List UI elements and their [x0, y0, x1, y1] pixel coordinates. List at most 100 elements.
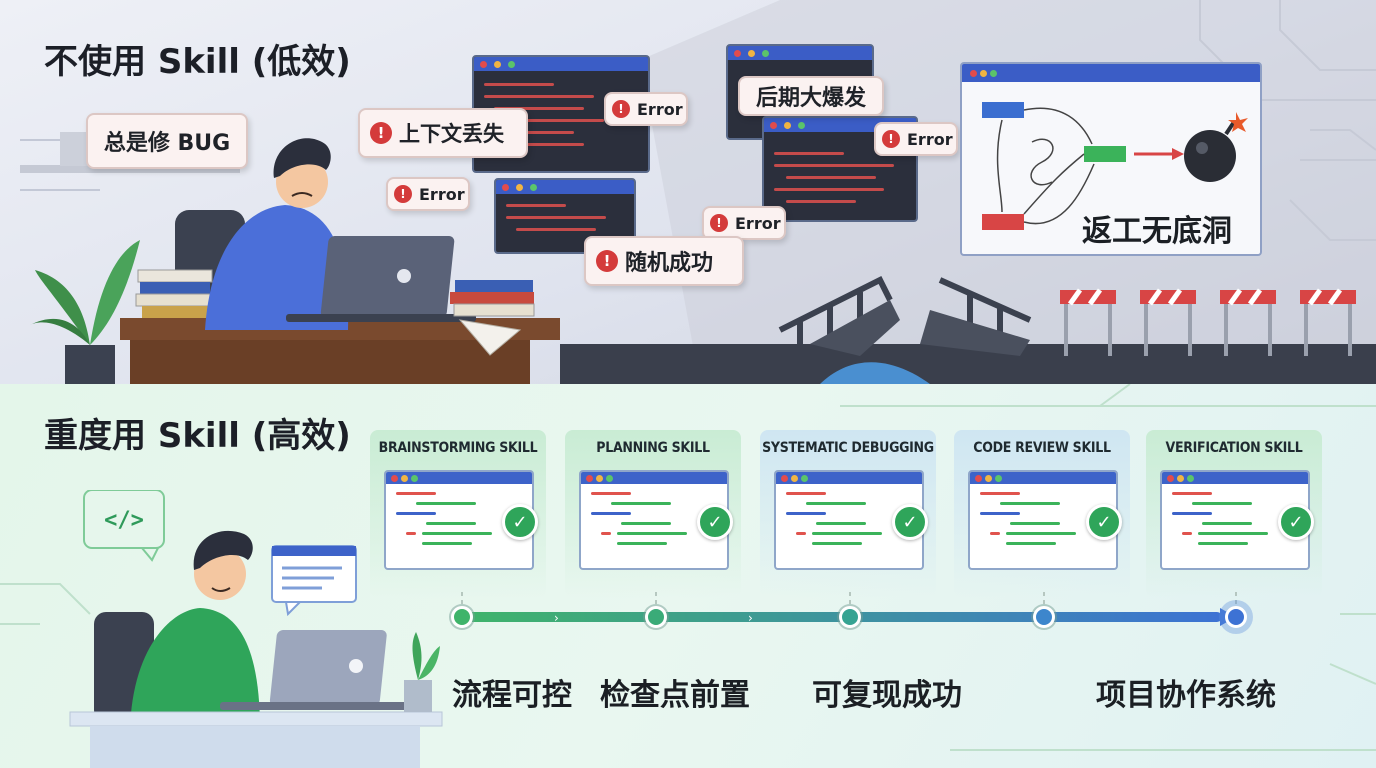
- code-line: [1198, 532, 1268, 535]
- code-line: [1172, 492, 1212, 495]
- stressed-developer-illustration: [30, 138, 560, 384]
- code-line: [1202, 522, 1252, 525]
- rework-diagram-window: 返工无底洞: [960, 62, 1262, 256]
- skill-card: CODE REVIEW SKILL ✓: [954, 430, 1130, 598]
- code-line: [396, 512, 436, 515]
- error-icon: !: [710, 214, 728, 232]
- code-line: [812, 532, 882, 535]
- code-lines: [980, 492, 1076, 545]
- code-lines: [1172, 492, 1268, 545]
- code-line: [396, 492, 436, 495]
- code-line: [816, 522, 866, 525]
- code-lines: [396, 492, 492, 545]
- code-line: [1006, 542, 1056, 545]
- skill-title: CODE REVIEW SKILL: [973, 440, 1111, 456]
- svg-text:›: ›: [748, 611, 753, 625]
- error-icon: !: [370, 122, 392, 144]
- page-title: 不使用 Skill (低效): [44, 42, 351, 82]
- context-lost-label: 上下文丢失: [399, 122, 504, 146]
- benefit-checkpoints: 检查点前置: [600, 678, 750, 713]
- checkmark-icon: ✓: [1278, 504, 1314, 540]
- code-line: [617, 542, 667, 545]
- code-window-b: [494, 178, 636, 254]
- code-line: [806, 502, 866, 505]
- code-line: [1182, 532, 1192, 535]
- timeline-node-2: [645, 606, 667, 628]
- code-line: [591, 492, 631, 495]
- code-line: [617, 532, 687, 535]
- skill-code-window: [968, 470, 1118, 570]
- timeline-node-3: [839, 606, 861, 628]
- skill-title: PLANNING SKILL: [596, 440, 710, 456]
- skill-title: SYSTEMATIC DEBUGGING: [762, 440, 934, 456]
- code-line: [1172, 512, 1212, 515]
- code-line: [980, 512, 1020, 515]
- skill-code-window: [1160, 470, 1310, 570]
- efficient-panel: 重度用 Skill (高效) BRAINSTORMING SKILL ✓ PLANN…: [0, 384, 1376, 768]
- error-label: Error: [735, 213, 781, 233]
- timeline-node-5: [1225, 606, 1247, 628]
- skill-card: BRAINSTORMING SKILL ✓: [370, 430, 546, 598]
- code-line: [1006, 532, 1076, 535]
- timeline-node-4: [1033, 606, 1055, 628]
- code-line: [611, 502, 671, 505]
- code-line: [591, 512, 631, 515]
- code-lines: [591, 492, 687, 545]
- benefit-controllable: 流程可控: [452, 678, 572, 713]
- inefficient-panel: 不使用 Skill (低效) 总是修: [0, 0, 1376, 384]
- timeline-node-1: [451, 606, 473, 628]
- code-line: [980, 492, 1020, 495]
- code-line: [1010, 522, 1060, 525]
- code-line: [406, 532, 416, 535]
- always-fix-bug-bubble: 总是修 BUG: [86, 113, 248, 169]
- code-line: [1192, 502, 1252, 505]
- broken-bridge-illustration: [560, 275, 1376, 384]
- code-line: [416, 502, 476, 505]
- code-line: [786, 512, 826, 515]
- skill-card: VERIFICATION SKILL ✓: [1146, 430, 1322, 598]
- checkmark-icon: ✓: [1086, 504, 1122, 540]
- error-badge-2: ! Error: [386, 177, 470, 211]
- random-success-label: 随机成功: [625, 251, 714, 276]
- calm-developer-illustration: [69, 490, 443, 768]
- late-explosion-bubble: 后期大爆发: [738, 76, 884, 116]
- code-line: [1000, 502, 1060, 505]
- circuit-background: [0, 384, 1376, 751]
- benefit-reproducible: 可复现成功: [812, 678, 962, 713]
- code-line: [812, 542, 862, 545]
- skill-card: PLANNING SKILL✓: [565, 430, 741, 598]
- code-line: [990, 532, 1000, 535]
- code-line: [621, 522, 671, 525]
- skill-card: SYSTEMATIC DEBUGGING ✓: [760, 430, 936, 598]
- svg-text:›: ›: [554, 611, 559, 625]
- code-line: [1198, 542, 1248, 545]
- error-icon: !: [882, 130, 900, 148]
- checkmark-icon: ✓: [502, 504, 538, 540]
- code-line: [422, 532, 492, 535]
- late-explosion-label: 后期大爆发: [755, 86, 866, 111]
- error-icon: !: [612, 100, 630, 118]
- code-line: [601, 532, 611, 535]
- error-badge-3: ! Error: [874, 122, 958, 156]
- code-line: [786, 492, 826, 495]
- checkmark-icon: ✓: [892, 504, 928, 540]
- code-line: [422, 542, 472, 545]
- error-icon: !: [394, 185, 412, 203]
- error-label: Error: [907, 129, 953, 149]
- skill-title: VERIFICATION SKILL: [1165, 440, 1303, 456]
- code-lines: [786, 492, 882, 545]
- skill-title: BRAINSTORMING SKILL: [378, 440, 538, 456]
- rework-pit-label: 返工无底洞: [1082, 214, 1232, 249]
- code-tag-icon: </>: [104, 507, 144, 533]
- error-badge-4: ! Error: [702, 206, 786, 240]
- context-lost-bubble: ! 上下文丢失: [358, 108, 528, 158]
- always-fix-bug-label: 总是修 BUG: [103, 131, 231, 156]
- code-line: [796, 532, 806, 535]
- error-label: Error: [637, 99, 683, 119]
- random-success-bubble: ! 随机成功: [584, 236, 744, 286]
- code-line: [426, 522, 476, 525]
- benefit-collaboration: 项目协作系统: [1096, 678, 1276, 713]
- error-label: Error: [419, 184, 465, 204]
- section-title: 重度用 Skill (高效): [44, 416, 351, 456]
- tangled-flow-diagram: [982, 102, 1248, 230]
